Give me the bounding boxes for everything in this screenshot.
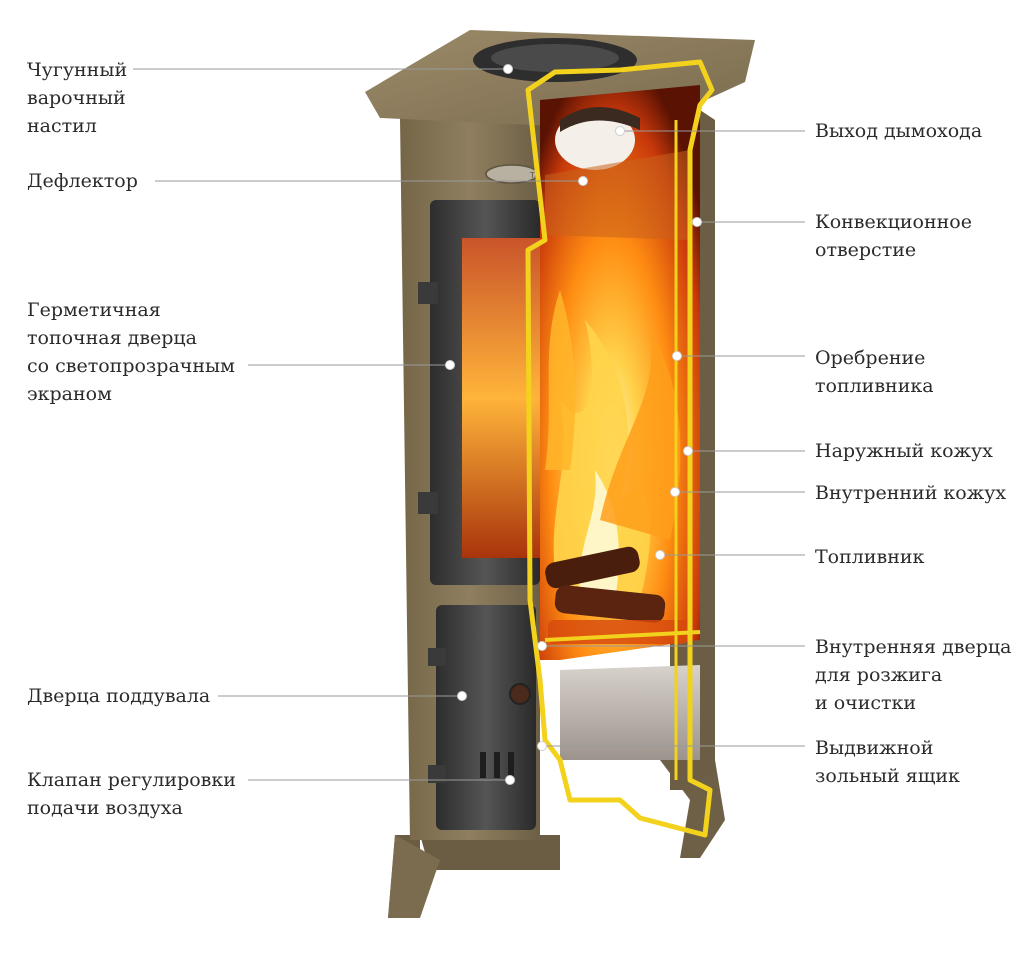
ash-door-hinge-bottom: [428, 765, 446, 783]
leader-dot: [683, 446, 693, 456]
flame-1: [553, 320, 651, 600]
label-ash-pit-door: Дверца поддувала: [27, 685, 211, 707]
label-inner-casing: Внутренний кожух: [815, 482, 1007, 504]
label-flue-outlet: Выход дымохода: [815, 120, 983, 142]
flame-4: [545, 290, 576, 470]
leader-dot: [537, 741, 547, 751]
leader-dot: [615, 126, 625, 136]
leader-dot: [505, 775, 515, 785]
ash-door-emblem: [509, 683, 531, 705]
leader-lines: [133, 64, 805, 785]
leader-dot: [503, 64, 513, 74]
label-ash-drawer: Выдвижной зольный ящик: [815, 737, 960, 787]
label-deflector: Дефлектор: [27, 170, 138, 192]
flame-3: [600, 330, 681, 540]
cutaway-outline: [525, 59, 715, 838]
label-firebox: Топливник: [815, 546, 925, 568]
label-inner-door: Внутренняя дверца для розжига и очистки: [815, 636, 1012, 714]
ash-drawer: [560, 665, 700, 760]
air-valve-slot-2: [494, 752, 500, 778]
label-cast-iron-cooktop: Чугунный варочный настил: [27, 59, 128, 137]
leader-dot: [457, 691, 467, 701]
label-outer-casing: Наружный кожух: [815, 440, 993, 462]
leader-dot: [578, 176, 588, 186]
log-1: [545, 546, 640, 589]
log-2: [554, 585, 666, 623]
right-leg: [660, 760, 725, 858]
flue-opening: [555, 110, 635, 170]
leader-dot: [672, 351, 682, 361]
door-hinge-bottom: [418, 492, 438, 514]
firebox-outline: [544, 630, 701, 642]
leader-dot: [445, 360, 455, 370]
label-air-valve: Клапан регулировки подачи воздуха: [27, 769, 236, 819]
deflector-plate: [545, 150, 690, 240]
label-convection-opening: Конвекционное отверстие: [815, 211, 972, 261]
leader-dot: [670, 487, 680, 497]
air-valve-slot-3: [508, 752, 514, 778]
ash-door-hinge-top: [428, 648, 446, 666]
door-hinge-top: [418, 282, 438, 304]
ash-pit-door-frame: [436, 605, 536, 830]
label-firebox-ribs: Оребрение топливника: [815, 347, 934, 397]
brand-logo-text: TA: [529, 171, 540, 180]
label-sealed-fire-door: Герметичная топочная дверца со светопроз…: [27, 299, 235, 405]
leader-dot: [655, 550, 665, 560]
air-valve-slot-1: [480, 752, 486, 778]
leader-dot: [692, 217, 702, 227]
stove-legs: [388, 835, 440, 918]
leader-dot: [537, 641, 547, 651]
